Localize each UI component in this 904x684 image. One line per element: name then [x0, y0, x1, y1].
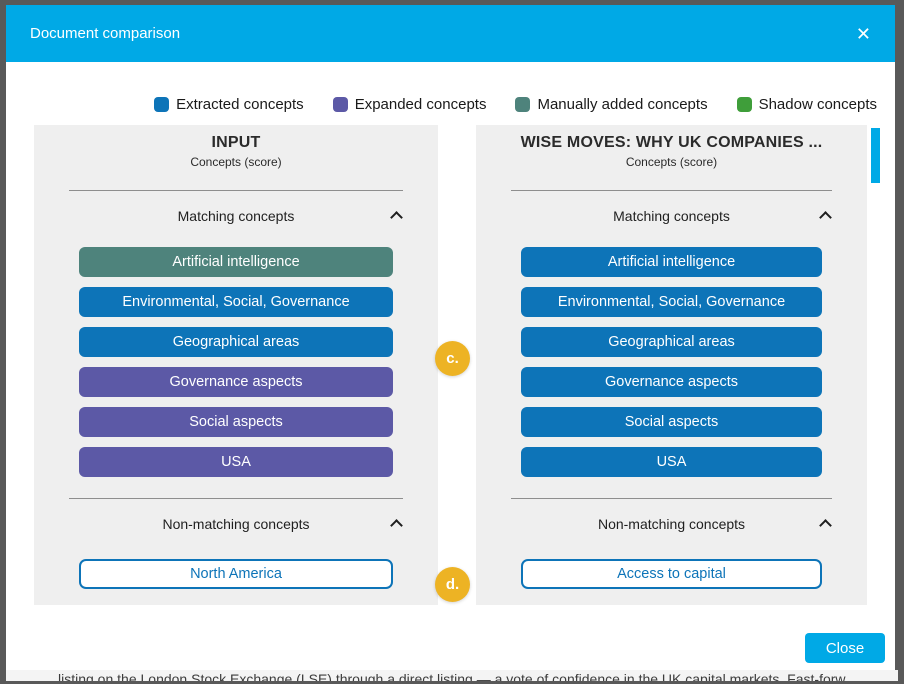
matching-concepts-list: Artificial intelligence Environmental, S…: [476, 247, 867, 477]
non-matching-concept-pill[interactable]: North America: [79, 559, 393, 589]
concept-pill[interactable]: Geographical areas: [521, 327, 822, 357]
divider: [69, 190, 403, 191]
legend-item-manually-added: Manually added concepts: [515, 95, 708, 113]
concept-pill[interactable]: Artificial intelligence: [79, 247, 393, 277]
concept-pill[interactable]: Environmental, Social, Governance: [79, 287, 393, 317]
panel-title: INPUT: [211, 134, 261, 151]
divider: [511, 498, 832, 499]
chevron-up-icon[interactable]: [390, 211, 403, 224]
compared-document-panel: WISE MOVES: WHY UK COMPANIES ... Concept…: [476, 125, 867, 605]
concept-type-legend: Extracted concepts Expanded concepts Man…: [6, 94, 895, 114]
shadow-swatch-icon: [736, 96, 752, 112]
annotation-badge-c: c.: [435, 341, 470, 376]
concept-pill[interactable]: Environmental, Social, Governance: [521, 287, 822, 317]
background-text-line: listing on the London Stock Exchange (LS…: [58, 671, 846, 681]
panel-subtitle: Concepts (score): [625, 155, 718, 169]
divider: [69, 498, 403, 499]
section-label: Non-matching concepts: [162, 516, 310, 532]
section-label: Matching concepts: [613, 208, 730, 224]
concept-pill[interactable]: Social aspects: [521, 407, 822, 437]
manually-added-swatch-icon: [515, 96, 531, 112]
scrollbar-thumb[interactable]: [871, 128, 880, 183]
comparison-columns: INPUT Concepts (score) Matching concepts…: [6, 125, 895, 605]
divider: [511, 190, 832, 191]
panel-title: WISE MOVES: WHY UK COMPANIES ...: [520, 134, 823, 151]
legend-label: Extracted concepts: [176, 95, 304, 113]
matching-concepts-list: Artificial intelligence Environmental, S…: [34, 247, 438, 477]
background-page-text: listing on the London Stock Exchange (LS…: [6, 670, 898, 681]
modal-title: Document comparison: [30, 25, 181, 42]
legend-label: Shadow concepts: [758, 95, 877, 113]
annotation-badge-d: d.: [435, 567, 470, 602]
panel-subtitle: Concepts (score): [190, 155, 282, 169]
extracted-swatch-icon: [154, 96, 170, 112]
matching-concepts-header: Matching concepts: [34, 209, 438, 224]
legend-label: Expanded concepts: [354, 95, 487, 113]
legend-item-extracted: Extracted concepts: [154, 96, 304, 113]
concept-pill[interactable]: Social aspects: [79, 407, 393, 437]
concept-pill[interactable]: Artificial intelligence: [521, 247, 822, 277]
concept-pill[interactable]: Governance aspects: [521, 367, 822, 397]
section-label: Matching concepts: [177, 208, 295, 224]
chevron-up-icon[interactable]: [819, 519, 832, 532]
concept-pill[interactable]: Governance aspects: [79, 367, 393, 397]
chevron-up-icon[interactable]: [819, 211, 832, 224]
expanded-swatch-icon: [332, 96, 348, 112]
matching-concepts-header: Matching concepts: [476, 209, 867, 224]
input-document-panel: INPUT Concepts (score) Matching concepts…: [34, 125, 438, 605]
concept-pill[interactable]: Geographical areas: [79, 327, 393, 357]
non-matching-concept-pill[interactable]: Access to capital: [521, 559, 822, 589]
legend-item-shadow: Shadow concepts: [736, 95, 877, 113]
non-matching-concepts-header: Non-matching concepts: [34, 517, 438, 532]
modal-header: Document comparison ✕: [6, 5, 895, 62]
scrollbar-track[interactable]: [869, 125, 880, 605]
modal-footer: Close: [805, 633, 885, 663]
concept-pill[interactable]: USA: [521, 447, 822, 477]
concept-pill[interactable]: USA: [79, 447, 393, 477]
section-label: Non-matching concepts: [597, 516, 746, 532]
close-button[interactable]: Close: [805, 633, 885, 663]
legend-item-expanded: Expanded concepts: [332, 95, 487, 113]
legend-label: Manually added concepts: [537, 95, 708, 113]
non-matching-concepts-header: Non-matching concepts: [476, 517, 867, 532]
chevron-up-icon[interactable]: [390, 519, 403, 532]
close-icon[interactable]: ✕: [855, 23, 871, 44]
document-comparison-modal: Document comparison ✕ Extracted concepts…: [6, 5, 895, 670]
